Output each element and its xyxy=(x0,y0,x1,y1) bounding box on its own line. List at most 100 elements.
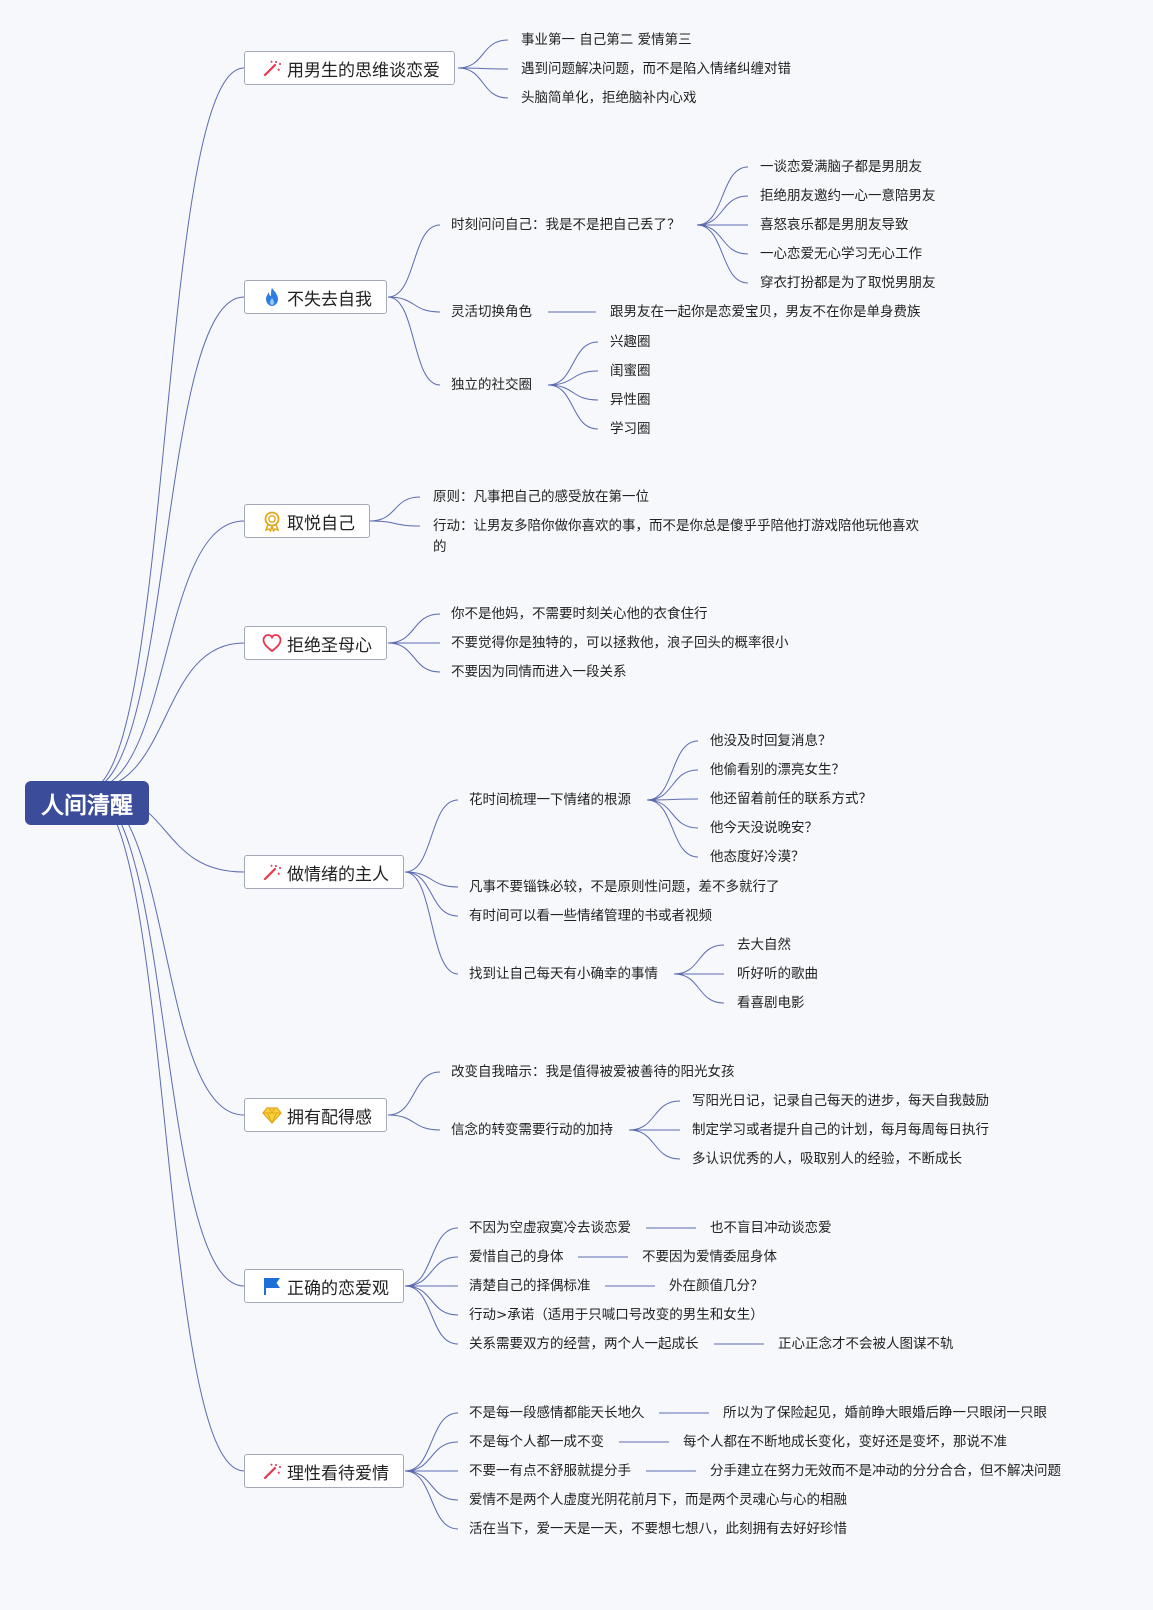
root-connector xyxy=(86,296,245,791)
topic-label: 理性看待爱情 xyxy=(287,1463,389,1484)
connector-curve xyxy=(387,1114,441,1131)
branch-item: 不是每个人都一成不变 xyxy=(469,1434,604,1450)
connector-curve xyxy=(404,871,459,917)
branch-item: 灵活切换角色 xyxy=(451,304,532,320)
connector-curve xyxy=(387,613,441,644)
connector-curve xyxy=(646,799,699,858)
branch-item: 关系需要双方的经营，两个人一起成长 xyxy=(469,1336,699,1352)
topic-rational-love[interactable]: 理性看待爱情 xyxy=(244,1454,404,1488)
branch-item: 信念的转变需要行动的加持 xyxy=(451,1122,613,1138)
connector-curve xyxy=(457,67,509,70)
root-connector xyxy=(86,67,245,791)
branch-item: 爱惜自己的身体 xyxy=(469,1249,564,1265)
leaf-item: 一谈恋爱满脑子都是男朋友 xyxy=(760,159,922,175)
leaf-item: 凡事不要锱铢必较，不是原则性问题，差不多就行了 xyxy=(469,879,780,895)
wand-icon xyxy=(261,861,283,883)
leaf-item: 也不盲目冲动谈恋爱 xyxy=(710,1220,832,1236)
leaf-item: 他没及时回复消息？ xyxy=(710,733,832,749)
leaf-item: 学习圈 xyxy=(610,421,651,437)
root-label: 人间清醒 xyxy=(41,793,133,819)
connector-curve xyxy=(404,871,459,975)
leaf-item: 听好听的歌曲 xyxy=(737,966,818,982)
branch-item: 不是每一段感情都能天长地久 xyxy=(469,1405,645,1421)
root-node[interactable]: 人间清醒 xyxy=(25,781,149,825)
connector-curve xyxy=(547,341,599,386)
connector-curve xyxy=(646,799,699,829)
root-connector xyxy=(86,789,245,1116)
leaf-item: 不要因为同情而进入一段关系 xyxy=(451,664,627,680)
connector-curve xyxy=(387,296,441,313)
connector-curve xyxy=(404,799,459,873)
connector-curve xyxy=(404,1470,459,1530)
root-connector xyxy=(86,789,245,1287)
leaf-item: 多认识优秀的人，吸取别人的经验，不断成长 xyxy=(692,1151,962,1167)
root-connector xyxy=(86,520,245,791)
leaf-item: 爱情不是两个人虚度光阴花前月下，而是两个灵魂心与心的相融 xyxy=(469,1492,847,1508)
connector-curve xyxy=(404,1227,459,1287)
branch-item: 时刻问问自己：我是不是把自己丢了？ xyxy=(451,217,681,233)
topic-label: 用男生的思维谈恋爱 xyxy=(287,60,440,81)
leaf-item: 闺蜜圈 xyxy=(610,363,651,379)
leaf-item: 制定学习或者提升自己的计划，每月每周每日执行 xyxy=(692,1122,989,1138)
connector-curve xyxy=(387,224,441,298)
topic-deserving[interactable]: 拥有配得感 xyxy=(244,1098,387,1132)
leaf-item: 他偷看别的漂亮女生？ xyxy=(710,762,845,778)
connector-curve xyxy=(646,740,699,801)
leaf-item: 他今天没说晚安？ xyxy=(710,820,818,836)
root-connector xyxy=(86,789,245,1472)
award-icon xyxy=(261,510,283,532)
connector-curve xyxy=(696,224,749,255)
connector-curve xyxy=(404,1441,459,1472)
topic-master-emotions[interactable]: 做情绪的主人 xyxy=(244,855,404,889)
leaf-item: 他还留着前任的联系方式？ xyxy=(710,791,872,807)
leaf-item: 跟男友在一起你是恋爱宝贝，男友不在你是单身费族 xyxy=(610,304,921,320)
connector-curve xyxy=(369,496,421,522)
connector-curve xyxy=(628,1100,681,1131)
branch-item: 不因为空虚寂寞冷去谈恋爱 xyxy=(469,1220,631,1236)
branch-item: 清楚自己的择偶标准 xyxy=(469,1278,591,1294)
leaf-item: 改变自我暗示：我是值得被爱被善待的阳光女孩 xyxy=(451,1064,735,1080)
connector-curve xyxy=(673,944,725,975)
leaf-item: 行动：让男友多陪你做你喜欢的事，而不是你总是傻乎乎陪他打游戏陪他玩他喜欢的 xyxy=(433,518,919,555)
leaf-item: 分手建立在努力无效而不是冲动的分分合合，但不解决问题 xyxy=(710,1463,1061,1479)
diamond-icon xyxy=(261,1104,283,1126)
branch-item: 花时间梳理一下情绪的根源 xyxy=(469,792,631,808)
leaf-item: 穿衣打扮都是为了取悦男朋友 xyxy=(760,275,936,291)
leaf-item: 写阳光日记，记录自己每天的进步，每天自我鼓励 xyxy=(692,1093,989,1109)
branch-item: 不要一有点不舒服就提分手 xyxy=(469,1463,631,1479)
connector-curve xyxy=(404,1285,459,1345)
leaf-item: 正心正念才不会被人图谋不轨 xyxy=(778,1336,954,1352)
leaf-item: 头脑简单化，拒绝脑补内心戏 xyxy=(521,90,697,106)
topic-keep-self[interactable]: 不失去自我 xyxy=(244,280,387,314)
leaf-item: 外在颜值几分？ xyxy=(669,1278,764,1294)
connector-curve xyxy=(547,384,599,401)
connector-curve xyxy=(628,1129,681,1160)
leaf-item: 一心恋爱无心学习无心工作 xyxy=(760,246,922,262)
leaf-item: 你不是他妈，不需要时刻关心他的衣食住行 xyxy=(451,606,708,622)
connector-curve xyxy=(696,166,749,226)
connector-curve xyxy=(387,642,441,673)
connector-curve xyxy=(404,871,459,888)
leaf-item: 遇到问题解决问题，而不是陷入情绪纠缠对错 xyxy=(521,61,791,77)
connector-curve xyxy=(387,1071,441,1116)
leaf-item: 去大自然 xyxy=(737,937,791,953)
flame-icon xyxy=(261,286,283,308)
connector-curve xyxy=(404,1285,459,1316)
topic-label: 做情绪的主人 xyxy=(287,864,389,885)
leaf-item: 所以为了保险起见，婚前睁大眼婚后睁一只眼闭一只眼 xyxy=(723,1405,1047,1421)
connector-curve xyxy=(404,1470,459,1501)
connector-curve xyxy=(673,973,725,1004)
connector-curve xyxy=(404,1412,459,1472)
connector-curve xyxy=(547,384,599,430)
topic-please-self[interactable]: 取悦自己 xyxy=(244,504,370,538)
leaf-item: 行动>承诺（适用于只喊口号改变的男生和女生） xyxy=(469,1307,764,1323)
leaf-item: 异性圈 xyxy=(610,392,651,408)
connector-curve xyxy=(646,798,699,801)
topic-no-saint-mother[interactable]: 拒绝圣母心 xyxy=(244,626,387,660)
topic-love-view[interactable]: 正确的恋爱观 xyxy=(244,1269,404,1303)
topic-label: 正确的恋爱观 xyxy=(287,1278,389,1299)
connector-curve xyxy=(404,1256,459,1287)
topic-label: 拒绝圣母心 xyxy=(287,635,372,656)
connector-curve xyxy=(696,224,749,284)
topic-male-thinking[interactable]: 用男生的思维谈恋爱 xyxy=(244,51,455,85)
